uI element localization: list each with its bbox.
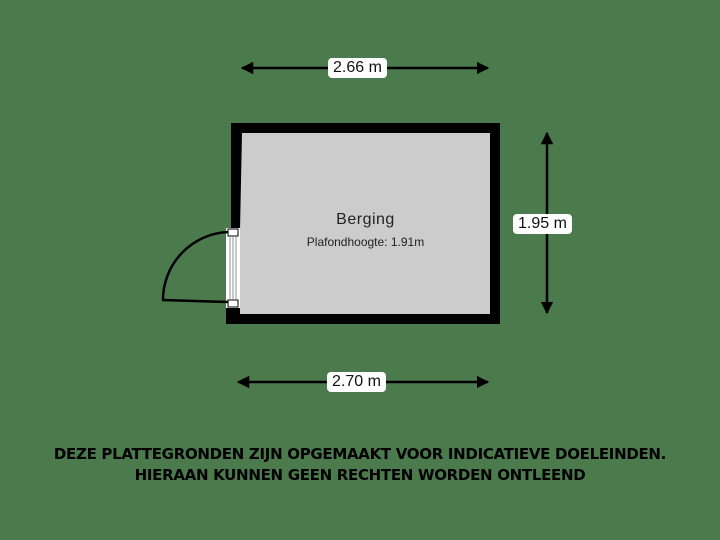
- door-swing-arc: [161, 230, 229, 301]
- door: [161, 228, 240, 324]
- dimension-label-bottom: 2.70 m: [327, 372, 386, 392]
- disclaimer-line-1: DEZE PLATTEGRONDEN ZIJN OPGEMAAKT VOOR I…: [53, 445, 667, 463]
- room-walls: [231, 123, 500, 324]
- room-name: Berging: [336, 211, 395, 228]
- dimension-label-right: 1.95 m: [513, 214, 572, 234]
- disclaimer-line-2: HIERAAN KUNNEN GEEN RECHTEN WORDEN ONTLE…: [134, 466, 586, 484]
- dimension-label-top: 2.66 m: [328, 58, 387, 78]
- room-ceiling-height: Plafondhoogte: 1.91m: [306, 235, 425, 249]
- door-leaf: [161, 298, 229, 304]
